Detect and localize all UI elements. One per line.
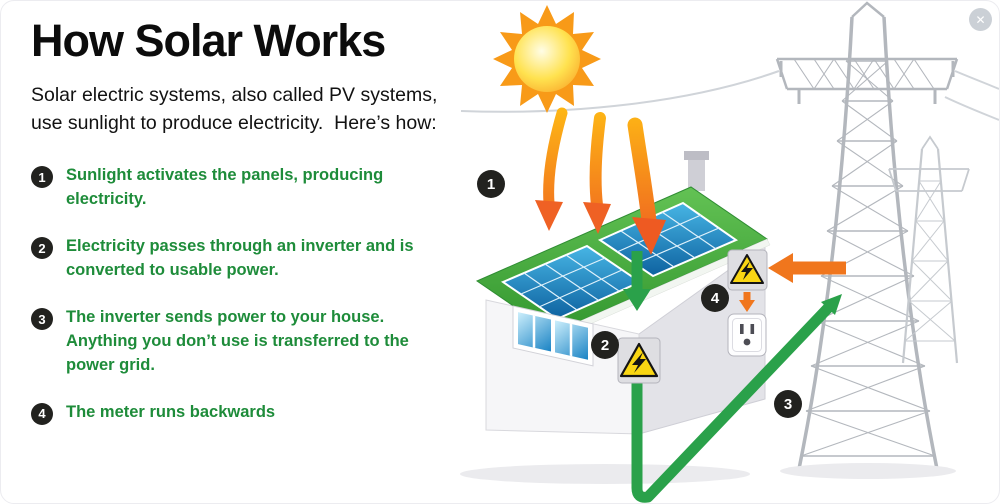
step-text: The meter runs backwards	[66, 402, 276, 421]
steps-list: 1 Sunlight activates the panels, produci…	[31, 164, 483, 425]
step-item-4: 4 The meter runs backwards	[31, 401, 483, 425]
electric-warning-icon	[619, 342, 659, 378]
grid-power-arrow	[768, 253, 846, 283]
power-flow-arrows	[623, 251, 842, 503]
chimney	[684, 151, 709, 191]
step-number-badge: 1	[31, 166, 53, 189]
solar-diagram: 1 2 3 4	[460, 1, 999, 503]
inverter	[617, 337, 661, 384]
diagram-marker-2: 2	[591, 331, 619, 359]
tower-ground-shadow	[780, 463, 956, 479]
step-number-badge: 2	[31, 237, 53, 260]
step-item-2: 2 Electricity passes through an inverter…	[31, 235, 483, 283]
svg-text:3: 3	[784, 396, 792, 413]
close-button[interactable]: ✕	[969, 8, 992, 31]
house-illustration	[475, 151, 771, 435]
meter-to-outlet-arrow	[739, 292, 755, 312]
sun-icon	[493, 5, 601, 113]
svg-text:2: 2	[601, 337, 609, 354]
text-column: How Solar Works Solar electric systems, …	[31, 15, 483, 425]
meter-warning-icon	[730, 254, 764, 284]
diagram-marker-3: 3	[774, 390, 802, 418]
step-item-3: 3 The inverter sends power to your house…	[31, 306, 483, 378]
intro-text: Solar electric systems, also called PV s…	[31, 84, 438, 134]
house-windows	[512, 305, 594, 367]
step-number-badge: 4	[31, 402, 53, 425]
svg-text:4: 4	[711, 290, 720, 307]
step-text: The inverter sends power to your house. …	[66, 308, 409, 374]
sunlight-arrows	[535, 107, 666, 255]
step-item-1: 1 Sunlight activates the panels, produci…	[31, 164, 483, 212]
step-number-badge: 3	[31, 308, 53, 331]
page-title: How Solar Works	[31, 15, 386, 66]
step-text: Electricity passes through an inverter a…	[66, 237, 414, 280]
meter	[727, 249, 768, 291]
transmission-tower-icon	[775, 1, 959, 470]
transmission-tower-small-icon	[888, 135, 970, 364]
power-lines	[460, 70, 999, 121]
diagram-markers: 1 2 3 4	[477, 170, 802, 418]
house-ground-shadow	[460, 464, 750, 484]
diagram-marker-1: 1	[477, 170, 505, 198]
svg-text:1: 1	[487, 176, 495, 193]
diagram-marker-4: 4	[701, 284, 729, 312]
step-text: Sunlight activates the panels, producing…	[66, 166, 384, 209]
power-outlet-icon	[727, 313, 767, 357]
